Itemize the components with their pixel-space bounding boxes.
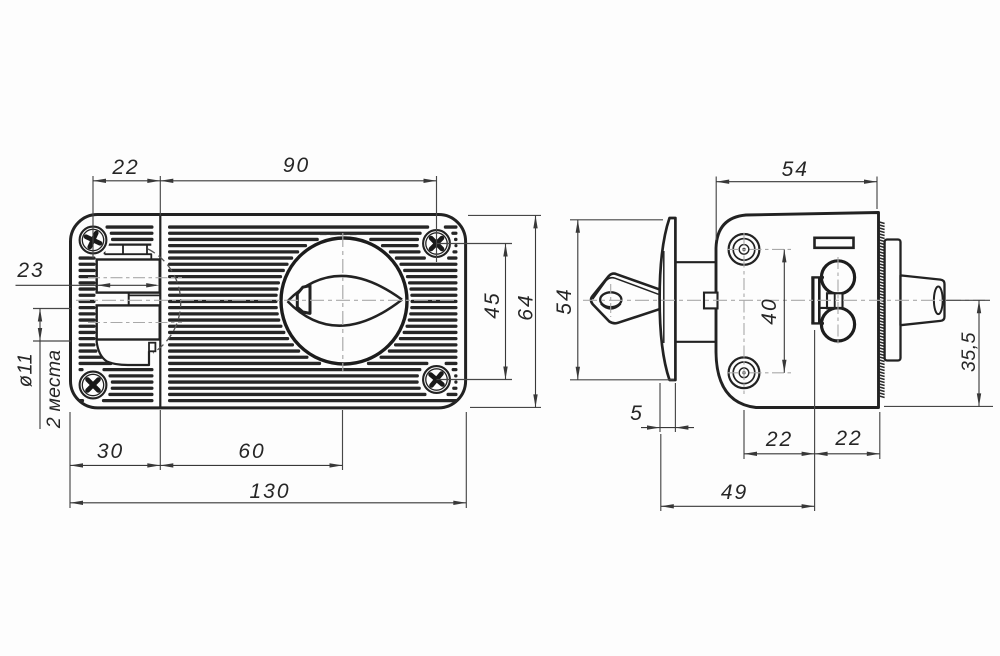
svg-text:35,5: 35,5	[958, 332, 980, 372]
svg-text:22: 22	[834, 427, 862, 450]
svg-text:54: 54	[553, 287, 576, 314]
svg-text:54: 54	[782, 158, 809, 181]
svg-text:23: 23	[16, 259, 44, 282]
svg-text:30: 30	[97, 440, 124, 463]
svg-text:130: 130	[249, 480, 290, 503]
svg-text:90: 90	[283, 154, 310, 177]
svg-text:22: 22	[111, 156, 139, 179]
svg-text:5: 5	[630, 402, 644, 425]
svg-text:60: 60	[238, 440, 265, 463]
svg-text:64: 64	[515, 293, 538, 320]
svg-text:2 места: 2 места	[43, 350, 65, 429]
svg-text:ø11: ø11	[15, 353, 37, 387]
svg-text:40: 40	[758, 297, 781, 324]
svg-text:22: 22	[765, 428, 793, 451]
svg-text:49: 49	[721, 481, 748, 504]
svg-text:45: 45	[481, 291, 504, 318]
